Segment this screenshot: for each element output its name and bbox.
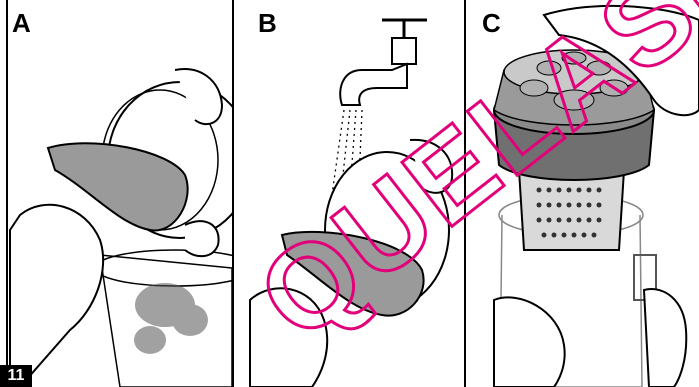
panel-b: B bbox=[232, 0, 464, 387]
faucet-icon bbox=[340, 20, 427, 105]
panel-a: A bbox=[0, 0, 232, 387]
page-number: 11 bbox=[0, 365, 32, 387]
panel-c: C bbox=[464, 0, 699, 387]
mesh-filter bbox=[519, 170, 624, 250]
emptying-dust-illustration bbox=[0, 0, 232, 387]
rinsing-filter-illustration bbox=[232, 0, 464, 387]
filter-reassembly-illustration bbox=[464, 0, 699, 387]
